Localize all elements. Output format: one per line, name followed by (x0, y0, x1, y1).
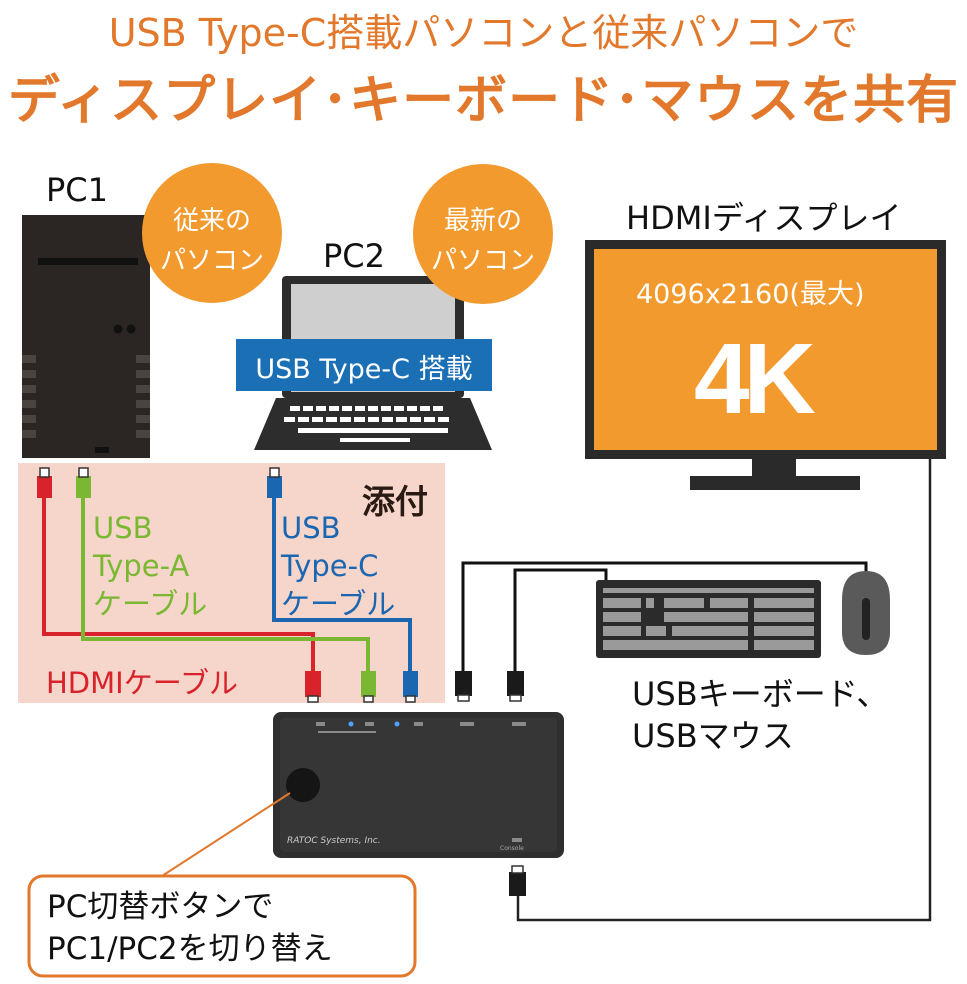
usb-a-cable (76, 467, 376, 703)
device-console-label: Console (500, 845, 524, 852)
mouse (842, 571, 890, 655)
peripherals-label-line2: USBマウス (632, 717, 794, 755)
usb-a-label-line3: ケーブル (93, 587, 208, 621)
pc-switch-button[interactable] (286, 768, 320, 802)
included-title: 添付 (362, 482, 428, 521)
hdmi-label: HDMIケーブル (46, 666, 238, 700)
kvm-switch (273, 712, 564, 858)
display-4k-badge: 4K (694, 323, 816, 435)
pc1-badge-line2: パソコン (159, 246, 264, 276)
pc1-label: PC1 (46, 171, 108, 209)
callout-line2: PC1/PC2を切り替え (47, 931, 333, 967)
pc2-badge (413, 164, 553, 304)
pc1-tower (22, 215, 150, 458)
usb-c-label-line1: USB (281, 511, 341, 545)
usb-c-label-line2: Type-C (281, 549, 379, 583)
peripherals-label: USBキーボード、 USBマウス (632, 673, 888, 757)
usb-a-label-line1: USB (93, 511, 153, 545)
callout (27, 792, 417, 978)
usb-c-label-line3: ケーブル (281, 587, 396, 621)
title-line1: USB Type-C搭載パソコンと従来パソコンで (108, 11, 859, 55)
usb-a-label-line2: Type-A (93, 549, 190, 583)
title-line2: ディスプレイ･キーボード･マウスを共有 (7, 71, 960, 131)
usb-a-label: USB Type-A ケーブル (93, 509, 207, 623)
hdmi-display (585, 240, 946, 490)
peripherals-label-line1: USBキーボード、 (632, 675, 889, 713)
usb-c-cable (267, 467, 418, 703)
usb-c-label: USB Type-C ケーブル (281, 509, 395, 623)
pc1-badge (142, 163, 282, 303)
display-cable (509, 459, 932, 922)
device-brand: RATOC Systems, Inc. (287, 836, 381, 846)
pc2-label: PC2 (323, 237, 385, 275)
callout-line1: PC切替ボタンで (47, 889, 274, 925)
hdmi-cable (37, 467, 321, 703)
display-label: HDMIディスプレイ (626, 199, 902, 237)
keyboard (596, 580, 821, 658)
usb-c-tag (236, 339, 492, 391)
pc2-badge-line1: 最新の (443, 206, 522, 236)
included-cables-panel (18, 463, 445, 703)
usb-c-tag-label: USB Type-C 搭載 (255, 354, 473, 385)
display-resolution: 4096x2160(最大) (636, 279, 865, 310)
pc2-badge-line2: パソコン (430, 246, 535, 276)
callout-text: PC切替ボタンで PC1/PC2を切り替え (47, 886, 333, 970)
pc1-badge-line1: 従来の (172, 206, 251, 236)
peripheral-cables (455, 561, 868, 702)
